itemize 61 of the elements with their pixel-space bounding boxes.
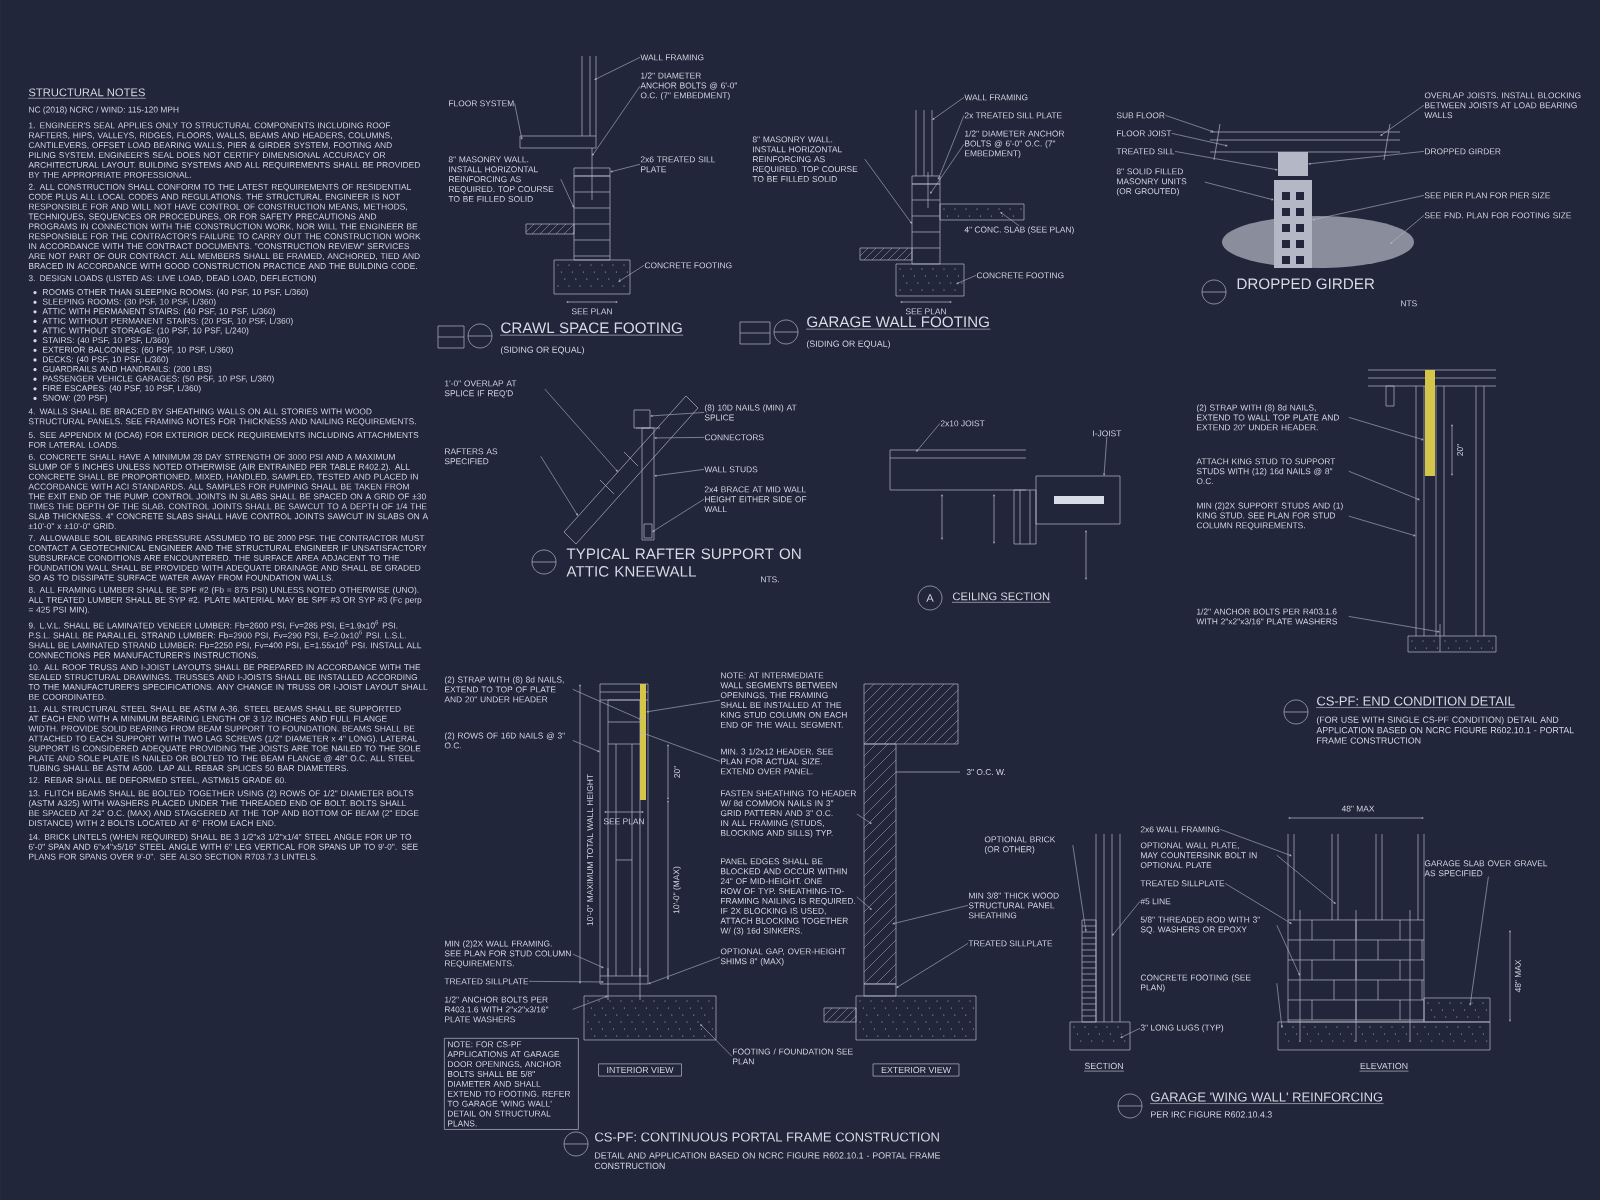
leader-line (514, 103, 523, 140)
leader-line (1390, 215, 1425, 244)
portal-frame-interior-drawing (579, 683, 717, 1041)
leader-line (610, 163, 641, 173)
leader-line (1000, 212, 1020, 227)
leader-line (1120, 1028, 1141, 1038)
leader-line (1220, 829, 1292, 857)
dropped-girder-drawing (1209, 123, 1414, 268)
leader-line (592, 85, 641, 156)
leader-line (594, 57, 641, 80)
leader-line (1348, 515, 1416, 537)
leader-line (1348, 470, 1420, 500)
rafter-support-drawing (563, 395, 699, 545)
leader-line (892, 905, 969, 925)
leader-line (618, 265, 645, 282)
leader-line (654, 469, 705, 477)
leader-line (938, 115, 965, 180)
leader-line (540, 456, 578, 516)
leader-line (1103, 436, 1108, 476)
leader-line (572, 953, 604, 968)
leader-line (1171, 133, 1228, 147)
leader-line (650, 412, 705, 417)
leader-line (652, 498, 705, 532)
leader-line (572, 740, 600, 752)
leader-line (1224, 883, 1292, 924)
leader-line (544, 388, 618, 472)
leader-line (572, 995, 608, 1010)
end-condition-drawing (1367, 369, 1497, 653)
leader-line (1072, 844, 1087, 932)
wing-wall-section-drawing (1069, 833, 1131, 1051)
leader-line (528, 981, 604, 983)
leader-line (1174, 151, 1278, 171)
ceiling-section-drawing (889, 449, 1121, 580)
leader-line (640, 731, 721, 762)
leader-line (856, 813, 872, 824)
leader-line (930, 143, 965, 194)
leader-line (1380, 104, 1425, 136)
leader-line (856, 896, 872, 910)
leader-line (864, 158, 912, 224)
leader-line (646, 699, 721, 713)
leader-line (1112, 901, 1141, 936)
leader-line (1348, 417, 1424, 441)
leader-line (1165, 115, 1214, 133)
leader-line (1308, 151, 1425, 165)
leader-line (572, 689, 642, 720)
leader-line (1276, 982, 1283, 1028)
leader-line (896, 943, 969, 988)
leader-line (1276, 924, 1300, 976)
leader-line (1204, 181, 1274, 201)
leader-line (1469, 876, 1489, 1006)
wing-wall-elevation-drawing (1277, 817, 1511, 1051)
leader-line (560, 178, 574, 208)
leader-line (700, 1024, 733, 1057)
leader-line (1276, 854, 1336, 904)
leader-line (654, 437, 705, 439)
leader-line (916, 423, 941, 452)
leader-line (1348, 616, 1440, 633)
leader-line (1312, 195, 1425, 221)
leader-line (956, 275, 977, 284)
leader-line (648, 956, 721, 985)
leader-line (932, 97, 965, 120)
